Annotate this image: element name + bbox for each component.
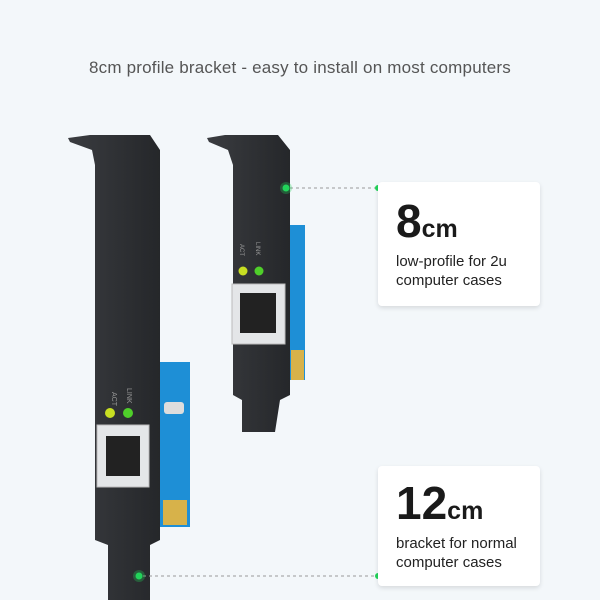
pcb-board (160, 362, 190, 527)
gold-contacts (163, 500, 187, 525)
link-label: LINK (254, 242, 260, 255)
size-value: 8 (396, 195, 422, 247)
act-label: ACT (238, 244, 244, 256)
callout-dot (282, 184, 290, 192)
size-value: 12 (396, 477, 448, 529)
full-height-network-card: ACT LINK (68, 135, 190, 600)
card-desc-line1: low-profile for 2u (396, 253, 507, 270)
act-led (238, 266, 248, 276)
card-desc-line2: computer cases (396, 554, 502, 571)
page-title: 8cm profile bracket - easy to install on… (89, 58, 511, 77)
bracket-12cm (68, 135, 160, 600)
card-desc-line2: computer cases (396, 272, 502, 289)
card-12cm: 12cm bracket for normal computer cases (378, 466, 540, 586)
size-unit: cm (447, 497, 484, 525)
link-label: LINK (125, 388, 132, 404)
pcb-board (290, 225, 305, 380)
act-led (105, 408, 115, 418)
size-unit: cm (421, 215, 458, 243)
link-led (123, 408, 133, 418)
low-profile-network-card: ACT LINK (207, 135, 305, 432)
act-label: ACT (110, 392, 117, 407)
link-led (254, 266, 264, 276)
callout-dot (135, 572, 143, 580)
card-desc-line1: bracket for normal (396, 535, 517, 552)
card-8cm: 8cm low-profile for 2u computer cases (378, 182, 540, 306)
